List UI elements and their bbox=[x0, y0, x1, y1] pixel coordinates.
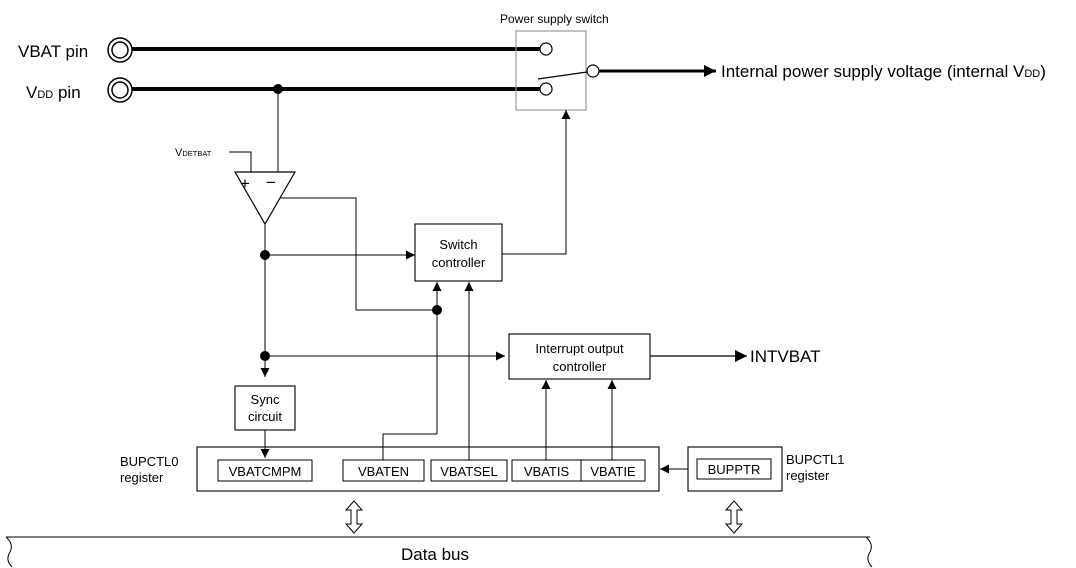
switch-common-contact bbox=[586, 64, 600, 78]
bit-vbatis-label: VBATIS bbox=[524, 464, 570, 479]
internal-vdd-label: Internal power supply voltage (internal … bbox=[721, 62, 1046, 81]
bupctl1-label-1: BUPCTL1 bbox=[786, 452, 845, 467]
vbat-pin-label: VBAT pin bbox=[18, 42, 88, 61]
power-switch-title: Power supply switch bbox=[500, 12, 609, 26]
comparator-enable-wire bbox=[280, 197, 437, 311]
bupctl0-label-1: BUPCTL0 bbox=[120, 454, 179, 469]
bit-vbatcmpm-label: VBATCMPM bbox=[229, 464, 302, 479]
interrupt-controller-label-1: Interrupt output bbox=[535, 341, 624, 356]
bit-vbaten bbox=[342, 459, 425, 482]
bupctl0-register-box bbox=[196, 446, 660, 492]
comparator-plus: + bbox=[240, 174, 250, 193]
switch-blade bbox=[537, 71, 588, 80]
power-switch-box bbox=[515, 30, 587, 111]
sync-circuit-label-1: Sync bbox=[251, 392, 280, 407]
bit-vbatsel bbox=[430, 459, 508, 482]
data-bus-right-edge bbox=[865, 536, 873, 568]
vdetbat-wire bbox=[229, 151, 252, 172]
bit-vbatie bbox=[580, 459, 646, 482]
data-bus-left-edge bbox=[5, 536, 13, 568]
sync-circuit-box bbox=[234, 385, 296, 431]
vdd-pin-label: VDD pin bbox=[26, 83, 81, 102]
bus-arrow-bupctl0 bbox=[344, 500, 364, 534]
bupctl1-label-2: register bbox=[786, 468, 830, 483]
bit-buppptr bbox=[696, 458, 772, 480]
switch-contact-vbat bbox=[539, 42, 553, 56]
interrupt-controller-label-2: controller bbox=[553, 359, 607, 374]
vdd-pin-terminal bbox=[107, 77, 133, 103]
data-bus-label: Data bus bbox=[401, 545, 469, 564]
bupctl0-label-2: register bbox=[120, 470, 164, 485]
switch-controller-box bbox=[414, 223, 503, 282]
bit-vbatcmpm bbox=[217, 459, 313, 482]
switch-controller-label-1: Switch bbox=[439, 237, 477, 252]
switch-control-wire bbox=[502, 110, 571, 255]
vdetbat-label: VDETBAT bbox=[175, 147, 212, 159]
switch-contact-vdd bbox=[539, 82, 553, 96]
comparator-minus: − bbox=[266, 173, 276, 192]
bus-arrow-bupctl1 bbox=[724, 500, 744, 534]
intvbat-label: INTVBAT bbox=[750, 347, 821, 366]
interrupt-controller-box bbox=[508, 333, 651, 380]
bit-vbaten-label: VBATEN bbox=[358, 464, 409, 479]
bit-vbatie-label: VBATIE bbox=[590, 464, 636, 479]
vbat-pin-terminal bbox=[107, 37, 133, 63]
switch-controller-label-2: controller bbox=[432, 255, 486, 270]
bit-vbatsel-label: VBATSEL bbox=[440, 464, 498, 479]
sync-circuit-label-2: circuit bbox=[248, 409, 282, 424]
vbaten-tap bbox=[382, 433, 437, 460]
bit-buppptr-label: BUPPTR bbox=[708, 462, 761, 477]
